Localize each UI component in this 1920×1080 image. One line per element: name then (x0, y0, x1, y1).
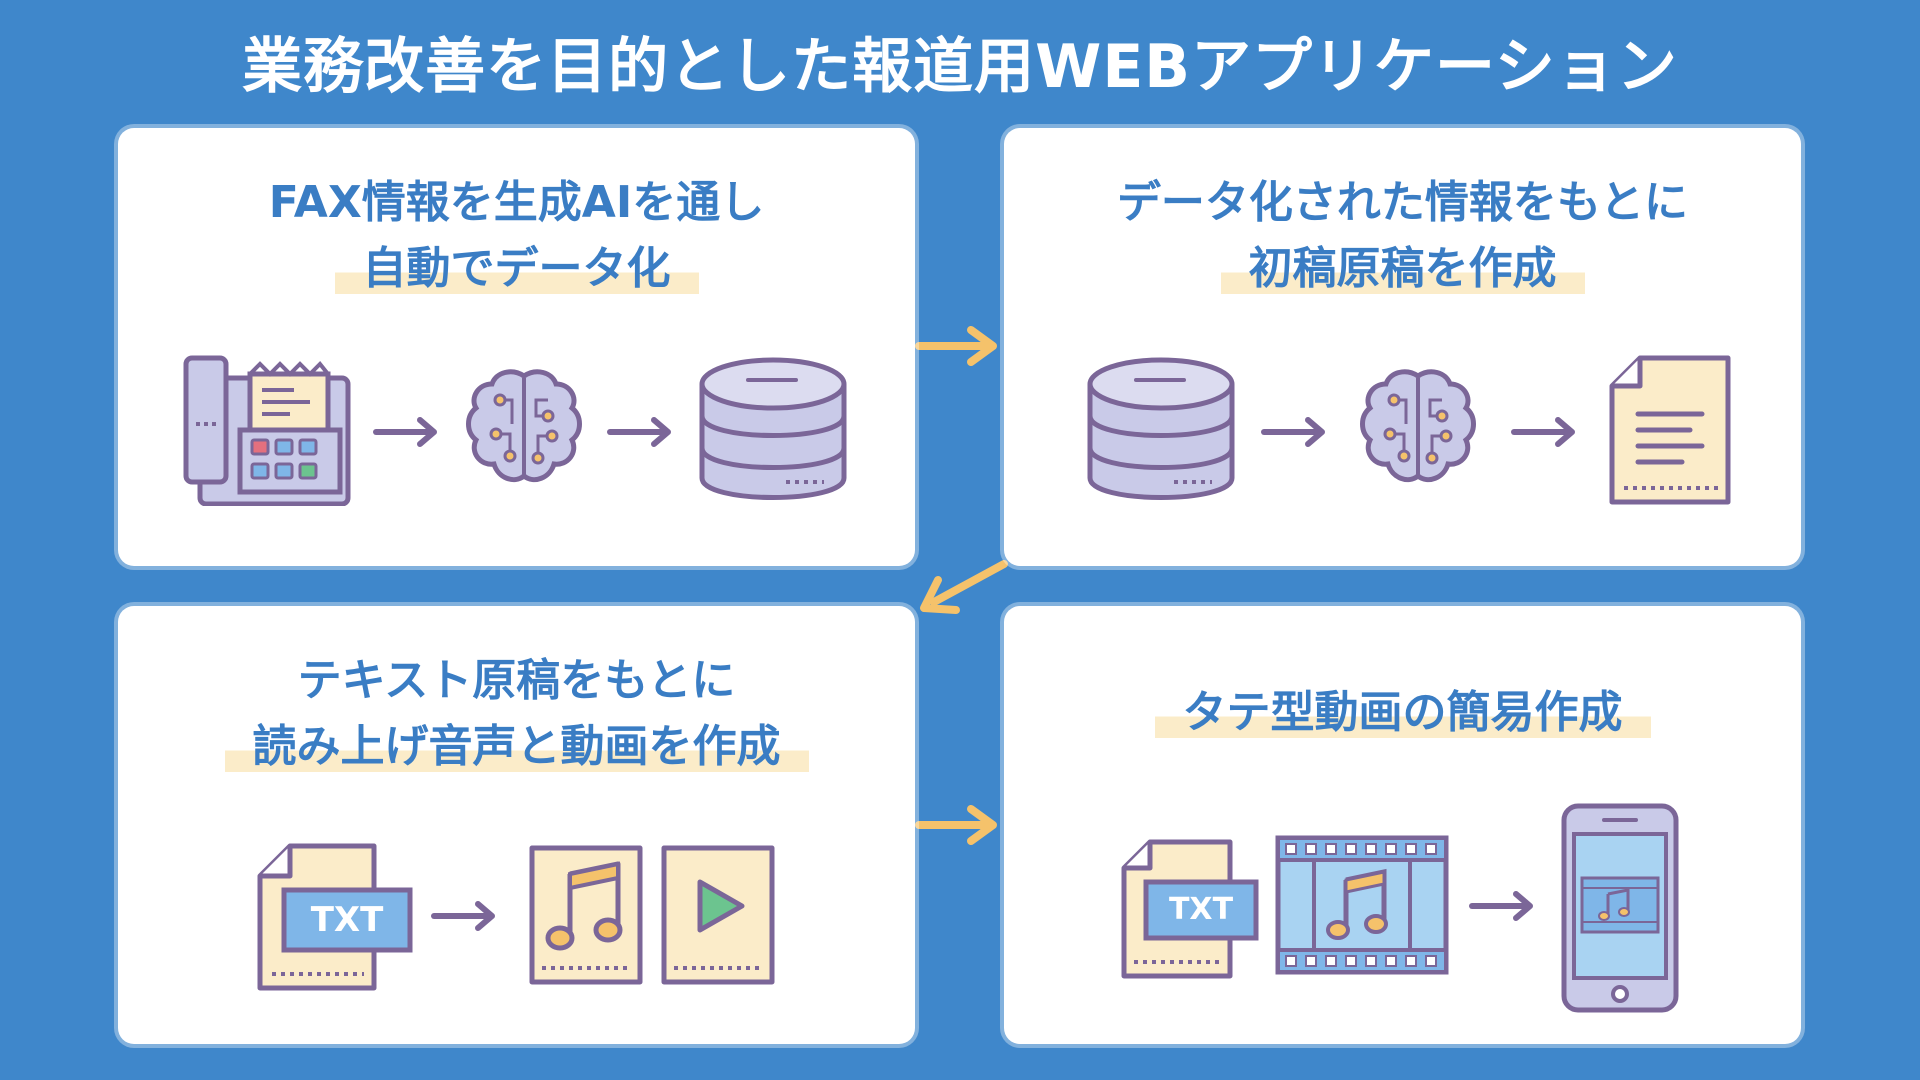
database-icon (699, 357, 847, 500)
arrow-right-icon (1469, 891, 1533, 921)
card-heading-line1: FAX情報を生成AIを通し (268, 177, 765, 228)
fax-machine-icon (183, 355, 351, 506)
step-card-audio-video: テキスト原稿をもとに 読み上げ音声と動画を作成 TXT (118, 606, 915, 1044)
video-file-icon (661, 845, 775, 985)
txt-file-icon: TXT (256, 842, 416, 994)
card-heading-line2: 自動でデータ化 (334, 243, 699, 294)
card-heading-line2: 読み上げ音声と動画を作成 (224, 721, 809, 772)
ai-brain-icon (1360, 369, 1476, 482)
card-heading-line1: データ化された情報をもとに (1116, 177, 1689, 228)
arrow-right-icon (1511, 417, 1575, 447)
arrow-right-icon (431, 901, 495, 931)
step-card-fax-to-data: FAX情報を生成AIを通し 自動でデータ化 (118, 128, 915, 566)
connector-arrow-1-to-2 (915, 326, 997, 366)
smartphone-icon (1561, 803, 1679, 1013)
txt-label: TXT (1168, 892, 1234, 927)
txt-file-icon: TXT (1120, 838, 1260, 982)
card-heading-line1: テキスト原稿をもとに (297, 655, 736, 706)
document-icon (1609, 355, 1731, 505)
arrow-right-icon (373, 417, 437, 447)
audio-file-icon (529, 845, 643, 985)
ai-brain-icon (466, 369, 582, 482)
arrow-right-icon (1261, 417, 1325, 447)
step-card-vertical-video: タテ型動画の簡易作成 TXT (1004, 606, 1801, 1044)
connector-arrow-3-to-4 (915, 805, 997, 845)
connector-arrow-2-to-3 (920, 560, 1008, 614)
page-title: 業務改善を目的とした報道用WEBアプリケーション (242, 32, 1678, 102)
arrow-right-icon (607, 417, 671, 447)
card-heading-line2: 初稿原稿を作成 (1220, 243, 1585, 294)
card-heading-line1: タテ型動画の簡易作成 (1154, 687, 1651, 738)
database-icon (1087, 357, 1235, 500)
txt-label: TXT (310, 900, 384, 940)
step-card-draft-creation: データ化された情報をもとに 初稿原稿を作成 (1004, 128, 1801, 566)
film-strip-icon (1275, 835, 1449, 975)
